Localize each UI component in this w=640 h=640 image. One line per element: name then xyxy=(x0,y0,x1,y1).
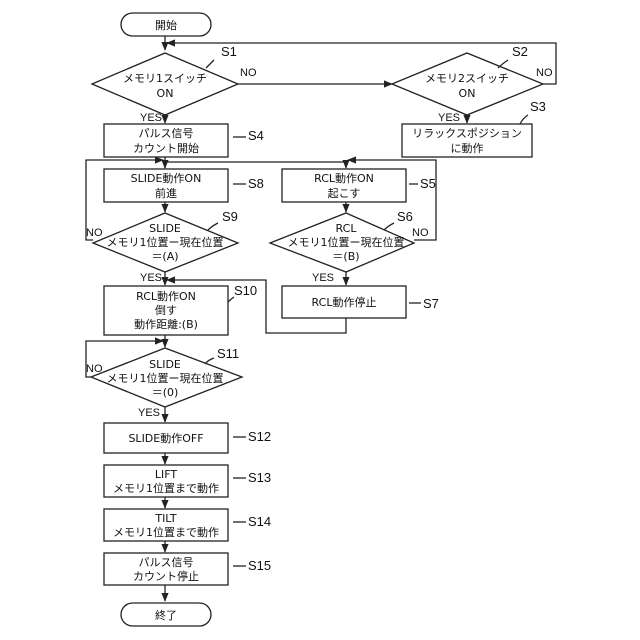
s13-process: LIFT メモリ1位置まで動作 S13 xyxy=(104,465,271,497)
s15-step-label: S15 xyxy=(248,558,271,573)
s6-line2: メモリ1位置ー現在位置 xyxy=(288,235,405,249)
s15-process: パルス信号 カウント停止 S15 xyxy=(104,553,271,585)
s15-line2: カウント停止 xyxy=(133,569,199,583)
s1-leader xyxy=(206,60,214,68)
s2-leader xyxy=(498,60,508,68)
s14-line1: TILT xyxy=(154,512,177,525)
s1-no-label: NO xyxy=(240,67,257,79)
s6-line3: ＝(B) xyxy=(332,250,359,263)
s3-line2: に動作 xyxy=(451,141,484,155)
s14-step-label: S14 xyxy=(248,514,271,529)
s8-process: SLIDE動作ON 前進 S8 xyxy=(104,169,264,202)
s9-decision: SLIDE メモリ1位置ー現在位置 ＝(A) S9 NO YES xyxy=(86,209,238,284)
s8-step-label: S8 xyxy=(248,176,264,191)
s12-line1: SLIDE動作OFF xyxy=(128,431,203,445)
s1-line2: ON xyxy=(157,87,174,100)
s11-yes-label: YES xyxy=(138,407,160,419)
s6-no-label: NO xyxy=(412,227,429,239)
s11-line3: ＝(0) xyxy=(152,386,179,399)
s9-leader xyxy=(208,223,218,230)
s9-no-label: NO xyxy=(86,227,103,239)
s12-process: SLIDE動作OFF S12 xyxy=(104,423,271,453)
s11-line1: SLIDE xyxy=(149,358,181,371)
s7-process: RCL動作停止 S7 xyxy=(282,286,439,318)
s13-line2: メモリ1位置まで動作 xyxy=(113,481,219,495)
s13-line1: LIFT xyxy=(155,468,178,481)
s11-leader xyxy=(205,358,214,364)
start-label: 開始 xyxy=(155,18,177,32)
s3-line1: リラックスポジション xyxy=(412,127,522,140)
arrow-s4-to-s5 xyxy=(165,162,346,168)
s6-yes-label: YES xyxy=(312,272,334,284)
end-terminal: 終了 xyxy=(121,603,211,626)
start-terminal: 開始 xyxy=(121,13,211,36)
s6-line1: RCL xyxy=(336,222,358,235)
s2-decision: メモリ2スイッチ ON S2 NO YES xyxy=(392,44,553,124)
s3-step-label: S3 xyxy=(530,99,546,114)
s5-step-label: S5 xyxy=(420,176,436,191)
s9-line1: SLIDE xyxy=(149,222,181,235)
s9-line2: メモリ1位置ー現在位置 xyxy=(107,235,224,249)
s1-decision: メモリ1スイッチ ON S1 NO YES xyxy=(92,44,257,124)
s9-step-label: S9 xyxy=(222,209,238,224)
s10-leader xyxy=(228,297,234,302)
s12-step-label: S12 xyxy=(248,429,271,444)
s4-line2: カウント開始 xyxy=(133,141,199,155)
s10-step-label: S10 xyxy=(234,283,257,298)
s10-process: RCL動作ON 倒す 動作距離:(B) S10 xyxy=(104,283,257,335)
s10-line1: RCL動作ON xyxy=(136,289,196,303)
s14-process: TILT メモリ1位置まで動作 S14 xyxy=(104,509,271,541)
s2-step-label: S2 xyxy=(512,44,528,59)
s10-line2: 倒す xyxy=(155,304,177,317)
s2-no-label: NO xyxy=(536,67,553,79)
s5-process: RCL動作ON 起こす S5 xyxy=(282,169,436,202)
s5-line2: 起こす xyxy=(328,187,361,200)
s9-yes-label: YES xyxy=(140,272,162,284)
s2-line2: ON xyxy=(459,87,476,100)
end-label: 終了 xyxy=(155,608,177,622)
s7-line1: RCL動作停止 xyxy=(312,295,377,309)
s15-line1: パルス信号 xyxy=(139,556,194,569)
s14-line2: メモリ1位置まで動作 xyxy=(113,525,219,539)
s6-leader xyxy=(384,223,394,230)
s4-line1: パルス信号 xyxy=(139,127,194,140)
s11-decision: SLIDE メモリ1位置ー現在位置 ＝(0) S11 NO YES xyxy=(86,346,242,419)
s1-yes-label: YES xyxy=(140,112,162,124)
s4-process: パルス信号 カウント開始 S4 xyxy=(104,124,264,157)
s6-decision: RCL メモリ1位置ー現在位置 ＝(B) S6 NO YES xyxy=(270,209,429,284)
s6-step-label: S6 xyxy=(397,209,413,224)
s9-line3: ＝(A) xyxy=(151,250,178,263)
s11-line2: メモリ1位置ー現在位置 xyxy=(107,371,224,385)
s1-line1: メモリ1スイッチ xyxy=(123,72,207,85)
s1-step-label: S1 xyxy=(221,44,237,59)
s5-line1: RCL動作ON xyxy=(314,171,374,185)
s4-step-label: S4 xyxy=(248,128,264,143)
s8-line1: SLIDE動作ON xyxy=(131,171,202,185)
s11-step-label: S11 xyxy=(217,346,239,361)
s10-line3: 動作距離:(B) xyxy=(134,317,198,331)
s2-yes-label: YES xyxy=(438,112,460,124)
s7-step-label: S7 xyxy=(423,296,439,311)
s2-line1: メモリ2スイッチ xyxy=(425,72,509,85)
s13-step-label: S13 xyxy=(248,470,271,485)
s11-no-label: NO xyxy=(86,363,103,375)
s8-line2: 前進 xyxy=(155,186,177,200)
s3-leader xyxy=(520,115,528,124)
